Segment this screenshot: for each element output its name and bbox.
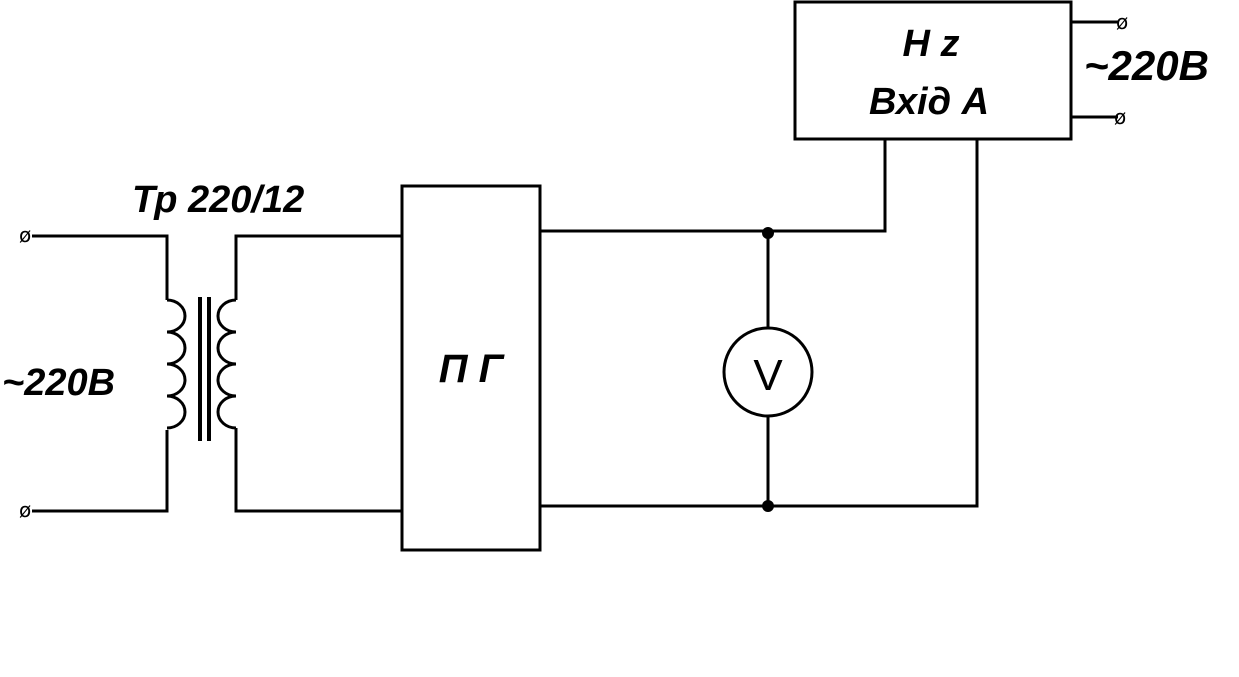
secondary-winding xyxy=(216,298,237,430)
frequency-meter-input-label: Вхід А xyxy=(869,81,989,123)
secondary-lead-top xyxy=(234,234,402,300)
input-voltage-label: ~220В xyxy=(2,362,115,404)
output-wire-bottom xyxy=(540,140,979,508)
output-wire-top xyxy=(540,140,887,233)
primary-winding xyxy=(166,298,187,430)
voltmeter-label: V xyxy=(753,351,783,400)
transformer-label: Тр 220/12 xyxy=(132,179,304,221)
meter-terminal-bottom: ø xyxy=(1114,105,1126,129)
primary-lead-bottom xyxy=(32,430,169,513)
meter-terminal-top: ø xyxy=(1116,10,1128,34)
meter-supply-voltage-label: ~220В xyxy=(1084,42,1209,89)
frequency-meter-title: Н z xyxy=(903,23,960,65)
secondary-lead-bottom xyxy=(234,428,402,513)
input-terminal-top: ø xyxy=(19,223,31,247)
frequency-meter-block xyxy=(793,0,1073,141)
generator-block xyxy=(400,184,542,552)
generator-block-label: П Г xyxy=(439,347,506,391)
input-terminal-bottom: ø xyxy=(19,498,31,522)
voltmeter xyxy=(722,326,814,418)
primary-lead-top xyxy=(32,234,169,300)
